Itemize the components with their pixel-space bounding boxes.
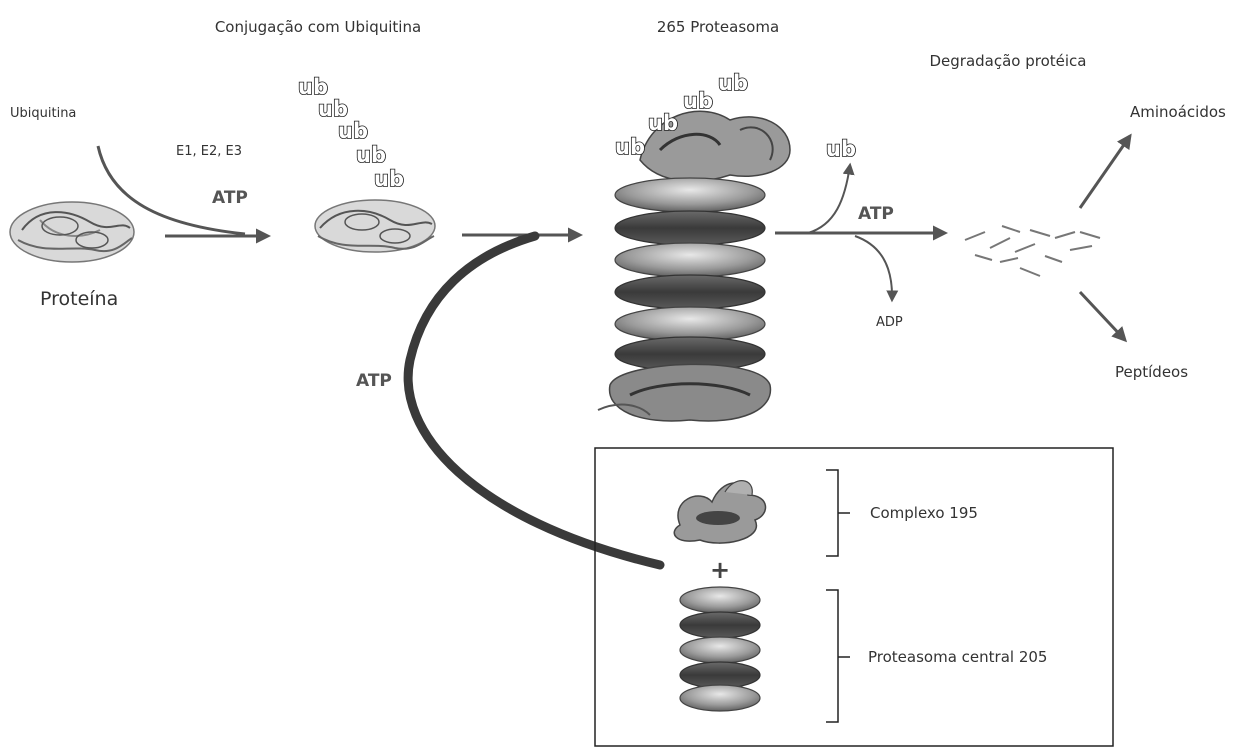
ub-tag: ub [718,71,748,95]
stage-label-degradation: Degradação protéica [929,52,1086,70]
ubiquitin-label: Ubiquitina [10,106,76,121]
complex-19s-label: Complexo 195 [870,504,978,522]
ub-tag: ub [374,167,404,191]
stage-label-conjugation: Conjugação com Ubiquitina [215,18,421,36]
ub-tag: ub [648,111,678,135]
aminoacids-arrow [1080,136,1130,208]
core-20s-label: Proteasoma central 205 [868,648,1047,666]
stage-label-26s-proteasome: 265 Proteasoma [657,18,779,36]
components-box [595,448,1113,746]
released-ub-tag: ub [826,137,856,161]
ub-tag: ub [356,143,386,167]
ub-release-arrow [808,165,850,233]
adp-arrow [855,236,892,300]
aminoacids-label: Aminoácidos [1130,103,1226,121]
plus-sign: + [710,556,730,584]
core-20s-illustration [680,587,760,711]
atp-label-degradation: ATP [858,204,894,224]
complex-19s-illustration [674,481,765,543]
adp-label: ADP [876,315,903,330]
protein-illustration [10,202,134,262]
ub-tag: ub [298,75,328,99]
ub-tag: ub [338,119,368,143]
ub-tag: ub [683,89,713,113]
peptides-label: Peptídeos [1115,363,1188,381]
complex-19s-bracket [826,470,850,556]
ub-tag: ub [318,97,348,121]
ubiquitin-chain: ub ub ub ub ub [298,75,404,191]
peptides-arrow [1080,292,1125,340]
core-20s-bracket [826,590,850,722]
atp-label-conjugation: ATP [212,188,248,208]
atp-label-assembly: ATP [356,371,392,391]
conjugated-protein-illustration [315,200,435,252]
ub-tag: ub [615,135,645,159]
protein-fragments-illustration [965,226,1100,276]
protein-label: Proteína [40,288,118,310]
enzymes-label: E1, E2, E3 [176,144,242,159]
